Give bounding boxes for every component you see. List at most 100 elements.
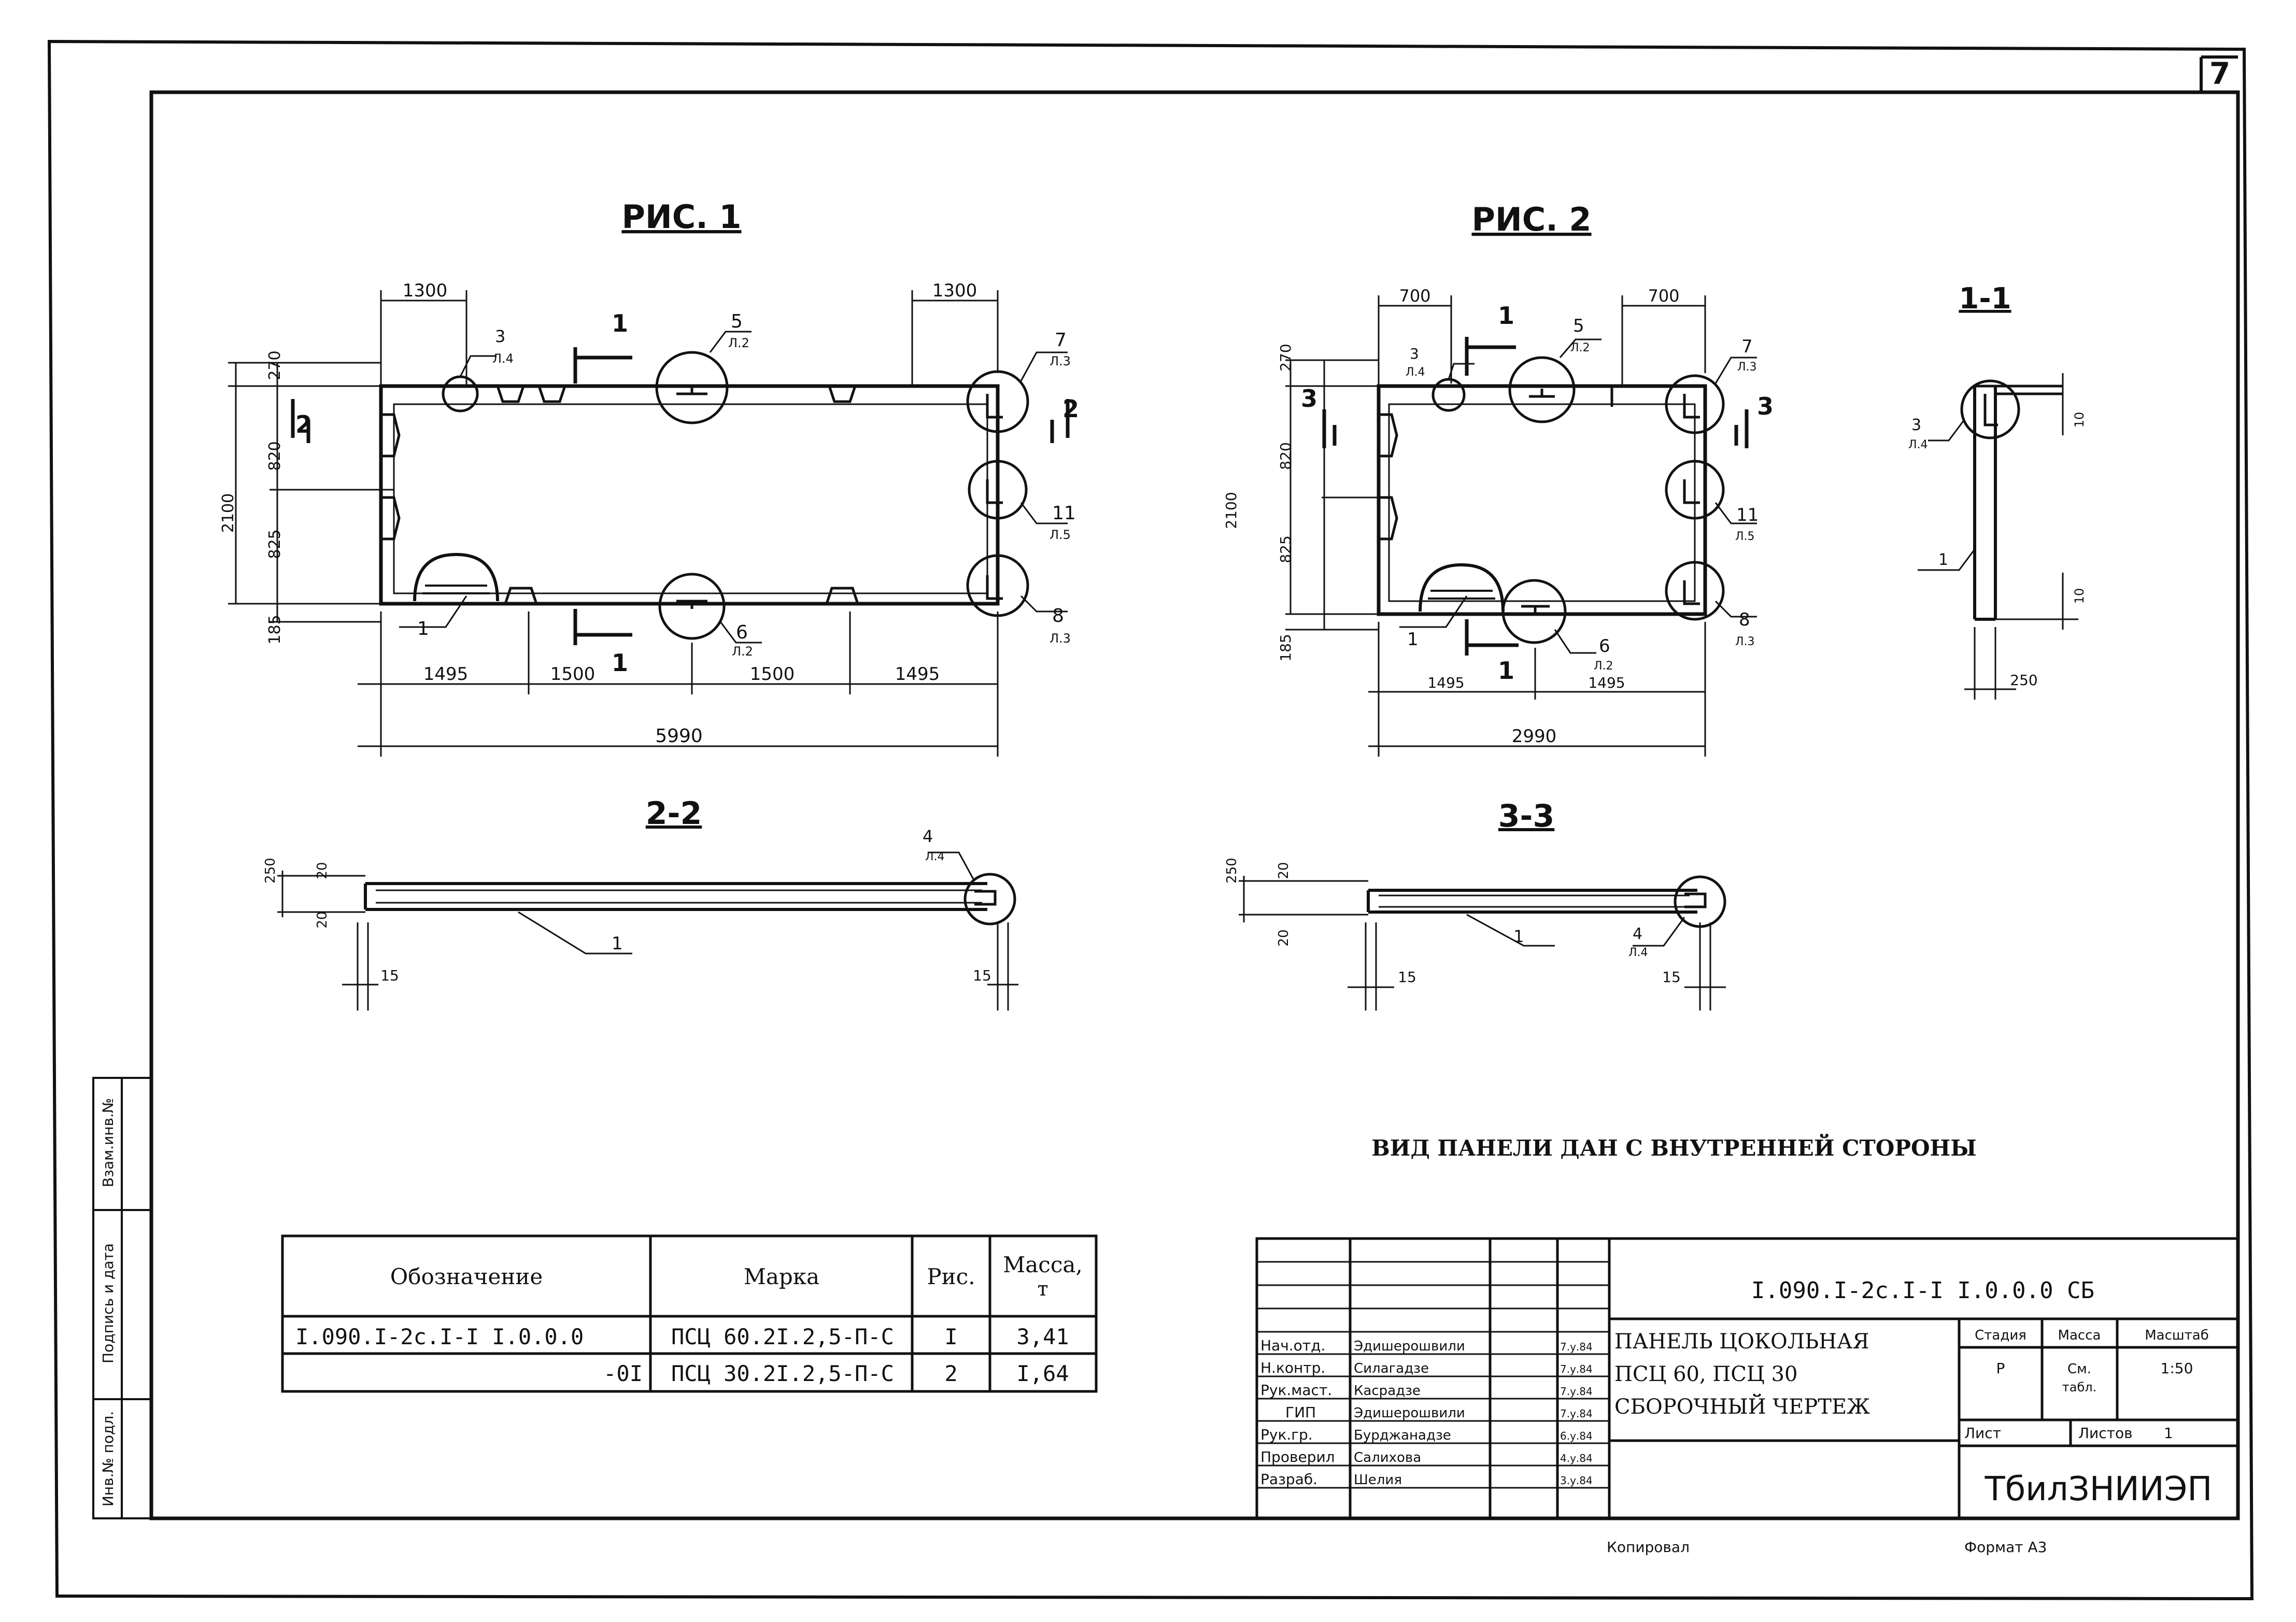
spec-row1-fig: I (944, 1324, 957, 1349)
scale-label: Масштаб (2145, 1328, 2209, 1343)
signer-name-4: Эдишерошвили (1354, 1405, 1465, 1421)
stage-value: Р (1996, 1360, 2005, 1377)
fig2-dim-825: 825 (1277, 535, 1294, 563)
sec33-callout-4-sheet: Л.4 (1628, 946, 1648, 959)
sec22-dim-15-left: 15 (380, 967, 399, 984)
spec-row1-mark: ПСЦ 60.2I.2,5-П-С (671, 1324, 894, 1349)
sec22-dim-20-bottom: 20 (315, 911, 330, 928)
sec33-callout-4: 4 (1633, 925, 1642, 943)
sec22-leader-1: 1 (612, 933, 623, 954)
signer-name-2: Силагадзе (1354, 1361, 1429, 1376)
sec22-title: 2-2 (646, 795, 702, 832)
scale-value: 1:50 (2161, 1360, 2193, 1377)
copied-label: Копировал (1607, 1539, 1690, 1556)
sheet-number: 7 (2209, 56, 2230, 91)
sec22-dim-15-right: 15 (973, 967, 991, 984)
fig2-callout-5-sheet: Л.2 (1570, 342, 1590, 354)
fig2-callout-3: 3 (1410, 345, 1419, 362)
signer-name-5: Бурджанадзе (1354, 1428, 1451, 1443)
fig2-callout-8: 8 (1739, 609, 1750, 630)
sec11-title: 1-1 (1959, 282, 2011, 316)
signer-name-3: Касрадзе (1354, 1383, 1421, 1399)
title-block (1255, 1237, 2240, 1520)
sheets-value: 1 (2164, 1425, 2173, 1442)
spec-row1-mass: 3,41 (1016, 1324, 1069, 1349)
sec11-dim-10-top: 10 (2072, 412, 2087, 428)
section-2-2 (277, 851, 1018, 1011)
spec-header-designation: Обозначение (390, 1264, 543, 1289)
fig1-title: РИС. 1 (621, 198, 741, 236)
fig1-dim-270: 270 (266, 350, 284, 380)
signer-date-1: 7.у.84 (1560, 1341, 1593, 1353)
mass-value-1: См. (2067, 1361, 2091, 1377)
fig1-dim-825: 825 (266, 529, 284, 559)
fig1-dim-820: 820 (266, 441, 284, 471)
fig2-section-1-top: 1 (1498, 302, 1514, 330)
sheet-frame (47, 39, 2254, 1601)
fig2-callout-7: 7 (1741, 336, 1753, 357)
signer-date-7: 3.у.84 (1560, 1474, 1593, 1487)
fig1-section-1-bottom: 1 (612, 649, 628, 677)
fig1-dim-1300-right: 1300 (932, 280, 977, 301)
fig1-callout-6-sheet: Л.2 (732, 644, 753, 659)
fig2-section-3-right: 3 (1757, 392, 1774, 420)
fig1-dim-1500-b: 1500 (750, 664, 795, 685)
fig1-callout-11-sheet: Л.5 (1050, 528, 1071, 542)
sec11-callout-3-sheet: Л.4 (1908, 438, 1928, 451)
fig2-section-3-left: 3 (1301, 385, 1317, 412)
sec33-dim-20-bottom: 20 (1276, 929, 1292, 946)
view-note: ВИД ПАНЕЛИ ДАН С ВНУТРЕННЕЙ СТОРОНЫ (1371, 1133, 1976, 1161)
signer-date-5: 6.у.84 (1560, 1430, 1593, 1442)
side-stamp (92, 1077, 152, 1519)
fig2-dim-2100: 2100 (1223, 492, 1240, 529)
stamp-podpis-data: Подпись и дата (100, 1243, 117, 1363)
fig1-dim-1495-right: 1495 (895, 664, 940, 685)
fig2-title: РИС. 2 (1471, 201, 1591, 238)
signer-date-3: 7.у.84 (1560, 1385, 1593, 1398)
section-1-1-labels: 1-1 3 Л.4 1 10 10 250 (1908, 282, 2087, 689)
sec33-dim-15-left: 15 (1398, 969, 1416, 986)
figure-2-labels: РИС. 2 700 700 270 820 825 2100 185 1495… (1223, 201, 1774, 747)
sec33-leader-1: 1 (1513, 927, 1524, 946)
fig1-callout-5-sheet: Л.2 (728, 336, 749, 350)
mass-label: Масса (2058, 1328, 2101, 1343)
sec33-title: 3-3 (1498, 798, 1554, 834)
sec33-dim-15-right: 15 (1662, 969, 1681, 986)
fig2-leader-1: 1 (1407, 629, 1419, 650)
section-3-3-labels: 3-3 250 20 20 15 15 1 4 Л.4 (1224, 798, 1681, 986)
stamp-vzam-inv: Взам.инв.№ (100, 1098, 117, 1187)
doc-title-line2: ПСЦ 60, ПСЦ 30 (1614, 1362, 1797, 1386)
sec22-dim-20-top: 20 (315, 862, 330, 879)
doc-title-line3: СБОРОЧНЫЙ ЧЕРТЕЖ (1614, 1394, 1870, 1419)
spec-row2-fig: 2 (944, 1361, 957, 1386)
fig1-section-2-left: 2 (295, 410, 312, 438)
fig2-dim-270: 270 (1277, 344, 1294, 371)
fig2-callout-8-sheet: Л.3 (1735, 635, 1755, 648)
fig2-dim-1495-right: 1495 (1588, 674, 1625, 691)
fig2-dim-2990: 2990 (1512, 726, 1557, 747)
sheet-label: Лист (1964, 1425, 2001, 1442)
fig2-section-1-bottom: 1 (1498, 657, 1514, 685)
fig1-callout-5: 5 (731, 311, 743, 332)
mass-value-2: табл. (2062, 1380, 2096, 1395)
title-block-text: I.090.I-2c.I-I I.0.0.0 СБ ПАНЕЛЬ ЦОКОЛЬН… (1260, 1277, 2212, 1556)
fig2-callout-6: 6 (1599, 636, 1610, 657)
signer-role-7: Разраб. (1260, 1471, 1317, 1488)
sheets-label: Листов (2078, 1425, 2133, 1442)
fig1-callout-8-sheet: Л.3 (1050, 631, 1071, 646)
signer-role-6: Проверил (1260, 1448, 1335, 1466)
fig1-section-1-top: 1 (612, 309, 628, 337)
fig2-dim-700-left: 700 (1399, 286, 1430, 306)
spec-header-fig: Рис. (927, 1264, 975, 1289)
figure-2 (1285, 295, 1757, 757)
sec22-callout-4: 4 (923, 827, 933, 846)
format-label: Формат А3 (1964, 1539, 2047, 1556)
fig2-callout-7-sheet: Л.3 (1737, 361, 1757, 374)
spec-header-mark: Марка (744, 1264, 819, 1289)
signer-name-1: Эдишерошвили (1354, 1339, 1465, 1354)
signer-role-3: Рук.маст. (1260, 1382, 1332, 1399)
sec22-dim-250: 250 (263, 858, 278, 884)
doc-title-line1: ПАНЕЛЬ ЦОКОЛЬНАЯ (1614, 1330, 1869, 1354)
spec-table-text: Обозначение Марка Рис. Масса, т I.090.I-… (295, 1252, 1083, 1386)
sec33-dim-250: 250 (1224, 858, 1240, 884)
